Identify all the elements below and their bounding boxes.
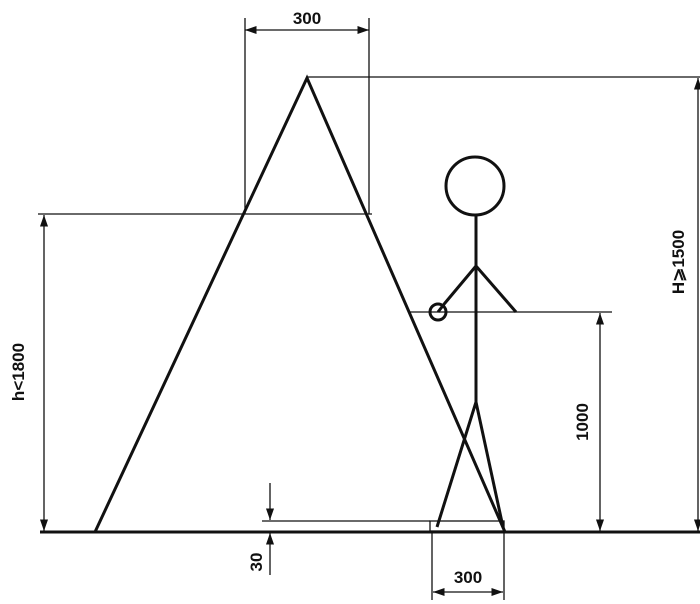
- foot-plate: [429, 520, 505, 532]
- hand-height-label: 1000: [573, 403, 592, 441]
- figure-head: [444, 155, 506, 217]
- H-limit-label: H⩾1500: [669, 230, 688, 294]
- h-limit-label: h<1800: [9, 343, 28, 401]
- figure-right-arm: [474, 265, 518, 313]
- figure-legs: [435, 396, 505, 528]
- gap-label: 30: [247, 553, 266, 572]
- base-width-label: 300: [454, 568, 482, 587]
- reach-triangle: [93, 74, 507, 533]
- top-width-label: 300: [293, 9, 321, 28]
- figure-left-arm: [436, 265, 478, 313]
